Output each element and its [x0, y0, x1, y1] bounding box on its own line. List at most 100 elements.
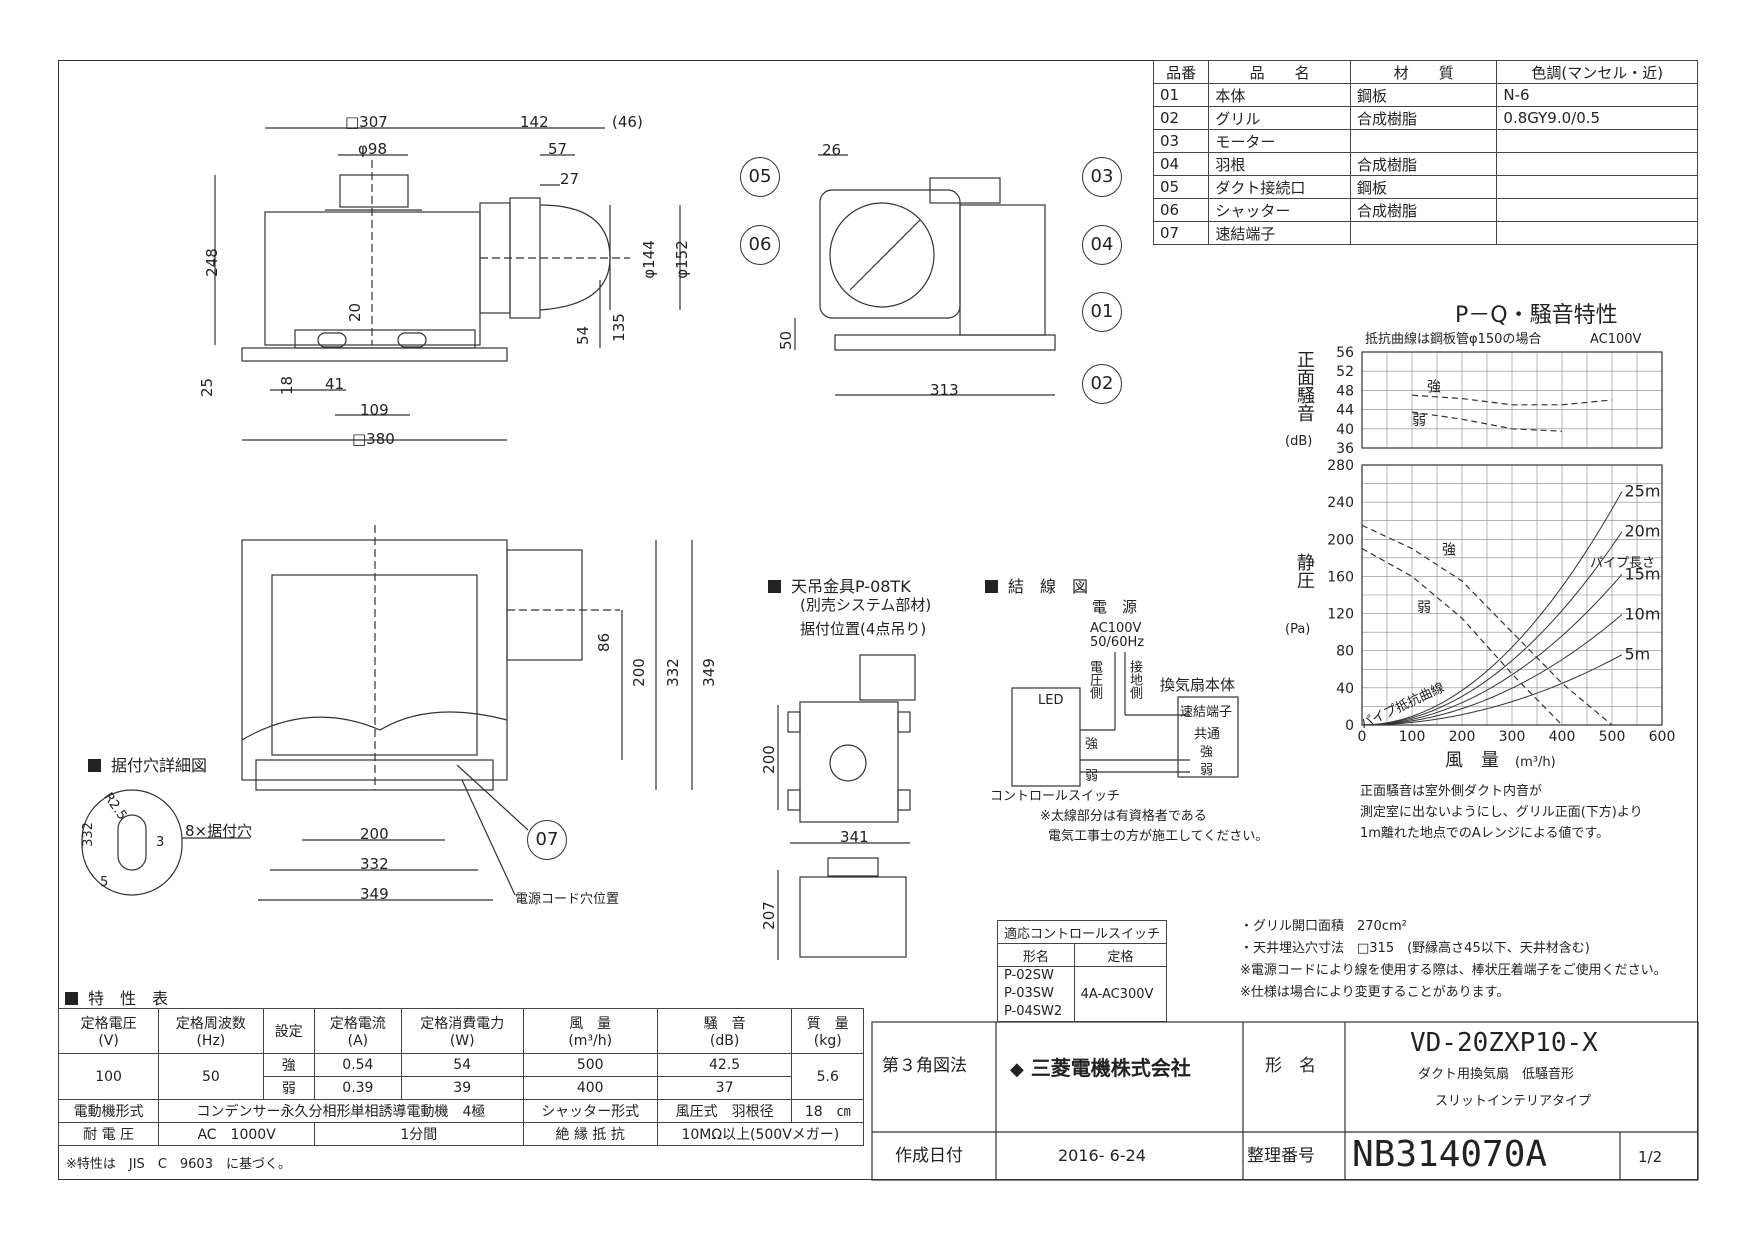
chart-note-2: 測定室に出ないようにし、グリル正面(下方)より — [1360, 805, 1643, 820]
note-cord: ※電源コードにより線を使用する際は、棒状圧着端子をご使用ください。 — [1240, 963, 1667, 978]
pressure-tick-label: 80 — [1336, 644, 1354, 660]
switch-table-title: 適応コントロールスイッチ — [996, 920, 1168, 944]
hole-detail-title: 据付穴詳細図 — [88, 752, 207, 776]
pq-line-1 — [1361, 548, 1563, 726]
parts-header-3: 色調(マンセル・近) — [1496, 60, 1698, 84]
parts-cell: 合成樹脂 — [1349, 152, 1498, 176]
withstand-label: 耐 電 圧 — [57, 1122, 160, 1146]
note-spec-change: ※仕様は場合により変更することがあります。 — [1240, 985, 1510, 1000]
wiring-strong: 強 — [1085, 737, 1099, 752]
noise-tick-label: 48 — [1336, 383, 1354, 399]
wiring-strong-t: 強 — [1200, 745, 1214, 760]
chart-xunit: (m³/h) — [1515, 755, 1556, 770]
pressure-tick-label: 40 — [1336, 681, 1354, 697]
dim-50: 50 — [777, 330, 796, 351]
chart-title: P－Q・騒音特性 — [1455, 303, 1618, 328]
spec-title: 特 性 表 — [65, 985, 168, 1009]
noise-tick-label: 40 — [1336, 422, 1354, 438]
spec-header-7: 質 量 (kg) — [791, 1008, 864, 1054]
shutter-label: シャッター形式 — [522, 1099, 658, 1123]
dim-135: 135 — [609, 313, 628, 342]
doc-number: NB314070A — [1352, 1134, 1548, 1175]
parts-header-2: 材 質 — [1349, 60, 1498, 84]
parts-cell: N-6 — [1496, 83, 1698, 107]
parts-cell: 羽根 — [1208, 152, 1351, 176]
parts-cell — [1496, 152, 1698, 176]
parts-cell: 合成樹脂 — [1349, 198, 1498, 222]
pipe-curve-label: 20m — [1625, 522, 1661, 541]
noise-strong-label: 強 — [1427, 380, 1441, 396]
hanger-drawing — [777, 654, 916, 960]
switch-model: P-04SW2 — [1004, 1004, 1063, 1019]
parts-cell — [1496, 175, 1698, 199]
parts-cell: 01 — [1152, 83, 1210, 107]
dim-26: 26 — [822, 141, 842, 159]
parts-header-0: 品番 — [1152, 60, 1210, 84]
wiring-led: LED — [1038, 693, 1064, 708]
pq-strong-label: 強 — [1442, 543, 1456, 559]
hanger-title: 天吊金具P-08TK — [768, 573, 911, 597]
spec-header-6: 騒 音 (dB) — [656, 1008, 793, 1054]
cord-hole-label: 電源コード穴位置 — [515, 892, 620, 907]
noise-ylabel: 正面騒音 — [1294, 350, 1315, 422]
spec-mode: 強 — [262, 1053, 316, 1077]
model-number: VD-20ZXP10-X — [1410, 1028, 1598, 1058]
parts-header-1: 品 名 — [1208, 60, 1351, 84]
spec-header-3: 定格電流 (A) — [314, 1008, 402, 1054]
callout-03: 03 — [1082, 157, 1122, 197]
chart-supply: AC100V — [1590, 332, 1642, 347]
dim-27: 27 — [560, 170, 580, 188]
hole-count: 8×据付穴 — [185, 822, 253, 840]
switch-model-header: 形名 — [997, 943, 1075, 967]
parts-cell — [1496, 198, 1698, 222]
date-label: 作成日付 — [895, 1146, 963, 1166]
callout-01: 01 — [1082, 292, 1122, 332]
spec-footnote: ※特性は JIS C 9603 に基づく。 — [66, 1157, 291, 1172]
callout-05: 05 — [740, 157, 780, 197]
parts-cell: 鋼板 — [1349, 83, 1498, 107]
dim-109: 109 — [360, 401, 389, 419]
spec-header-1: 定格周波数 (Hz) — [158, 1008, 264, 1054]
callout-02: 02 — [1082, 364, 1122, 404]
parts-cell: 合成樹脂 — [1349, 106, 1498, 130]
dim-18: 18 — [278, 375, 297, 396]
wiring-drawing — [1011, 652, 1239, 787]
note-ceiling-hole: ・天井埋込穴寸法 □315 (野縁高さ45以下、天井材含む) — [1240, 941, 1590, 956]
dim-142: 142 — [520, 113, 549, 131]
spec-noise: 42.5 — [656, 1053, 793, 1077]
withstand-voltage: AC 1000V — [158, 1122, 316, 1146]
x-tick-label: 200 — [1449, 729, 1476, 745]
x-tick-label: 0 — [1358, 729, 1367, 745]
hole-detail — [81, 789, 250, 896]
title-block-lines — [871, 1021, 1699, 1181]
spec-header-5: 風 量 (m³/h) — [522, 1008, 658, 1054]
spec-header-0: 定格電圧 (V) — [57, 1008, 160, 1054]
pq-line-0 — [1361, 524, 1613, 726]
hanger-dim-200: 200 — [759, 745, 778, 774]
dim-57: 57 — [548, 140, 568, 158]
hanger-dim-341: 341 — [840, 828, 869, 846]
pressure-unit: (Pa) — [1285, 622, 1311, 637]
wiring-ground-side: 接地側 — [1127, 660, 1142, 699]
hanger-sub1: (別売システム部材) — [800, 596, 932, 614]
parts-cell: 速結端子 — [1208, 221, 1351, 245]
x-tick-label: 300 — [1499, 729, 1526, 745]
parts-cell: 0.8GY9.0/0.5 — [1496, 106, 1698, 130]
model-desc-1: ダクト用換気扇 低騒音形 — [1418, 1067, 1575, 1082]
chart-note-1: 正面騒音は室外側ダクト内音が — [1360, 784, 1543, 799]
spec-power: 39 — [400, 1076, 524, 1100]
callout-07: 07 — [527, 820, 567, 860]
blade-diameter: 18 ㎝ — [791, 1099, 864, 1123]
parts-cell: シャッター — [1208, 198, 1351, 222]
noise-tick-label: 44 — [1336, 403, 1354, 419]
shutter-type: 風圧式 羽根径 — [656, 1099, 793, 1123]
wiring-fan-body: 換気扇本体 — [1160, 676, 1236, 694]
pressure-tick-label: 200 — [1327, 532, 1354, 548]
